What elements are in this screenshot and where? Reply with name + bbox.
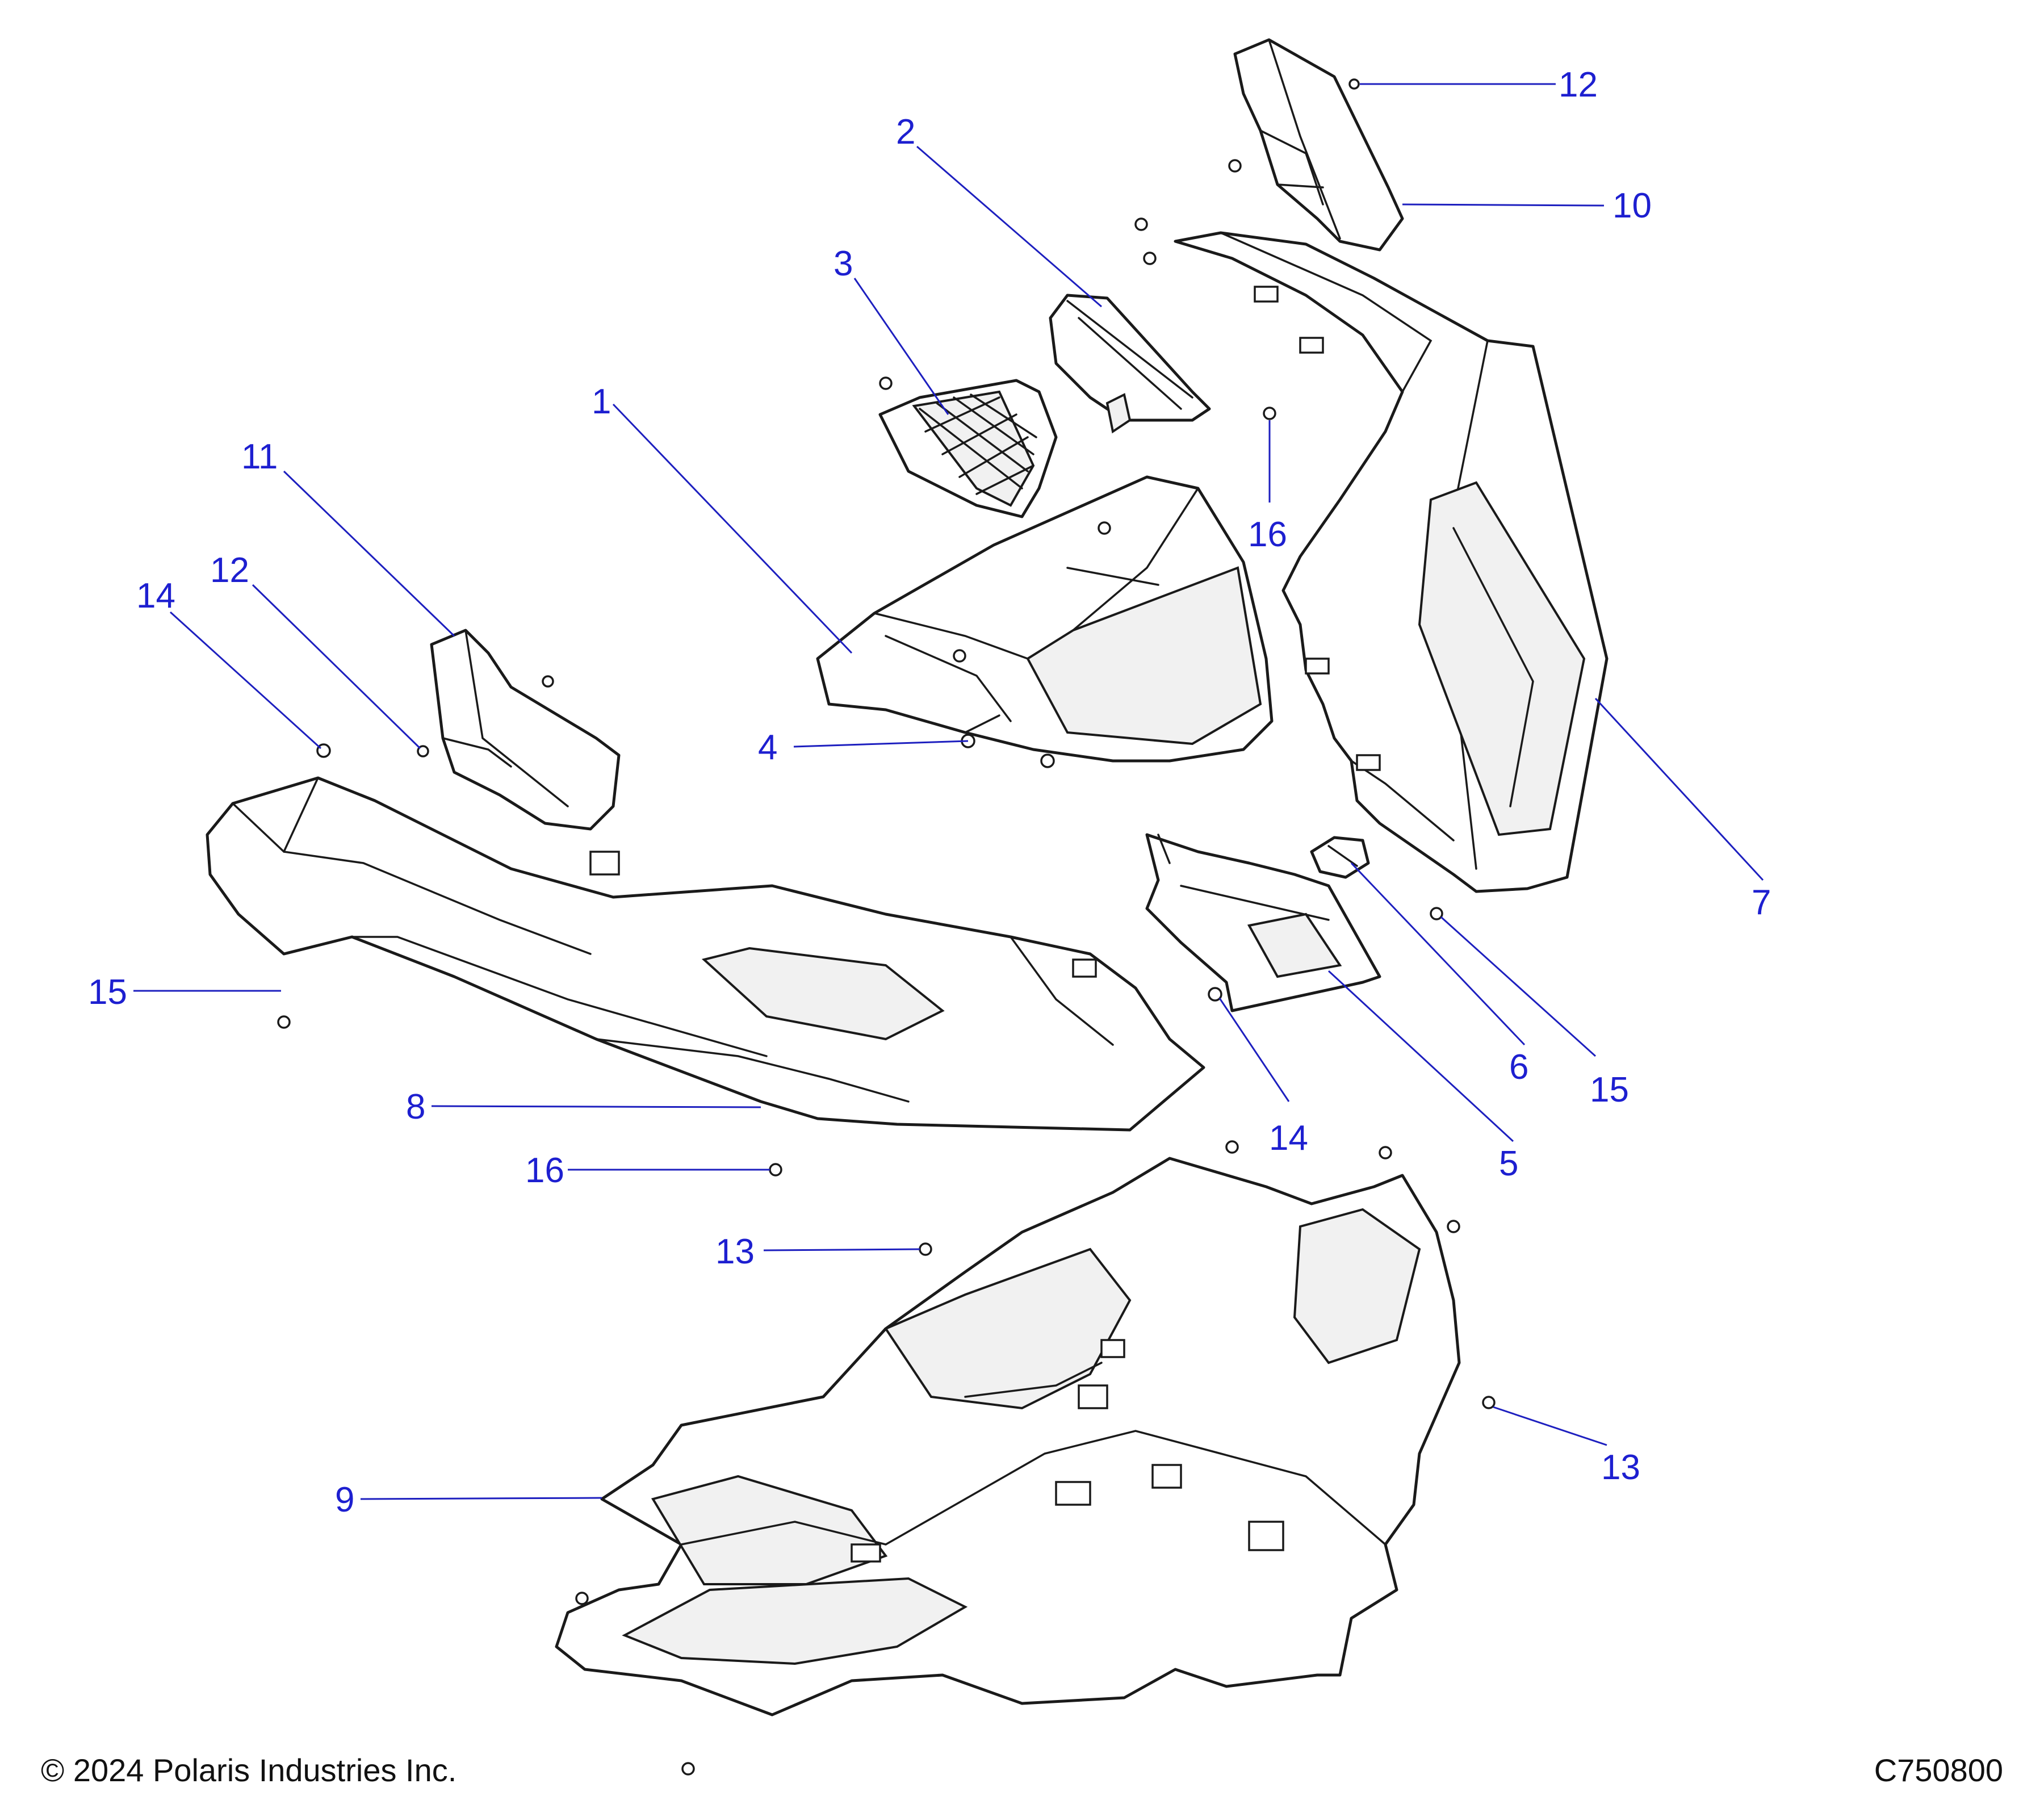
fastener-14-right <box>1208 987 1222 1002</box>
callout-6: 6 <box>1509 1048 1528 1087</box>
leader-8 <box>431 1105 761 1108</box>
callout-16a: 16 <box>525 1151 564 1190</box>
part-1-hood-panel <box>816 475 1274 763</box>
part-8-left-side-panel <box>206 776 1205 1132</box>
callout-13b: 13 <box>1601 1448 1640 1487</box>
callout-labels: 1 2 3 4 5 6 7 8 9 10 11 12 12 13 13 14 1… <box>88 65 1771 1519</box>
leader-9 <box>360 1497 602 1500</box>
leader-1 <box>612 403 853 654</box>
figure-code: C750800 <box>1874 1752 2003 1788</box>
leader-6 <box>1350 862 1526 1046</box>
part-5-center-bracket <box>1145 833 1381 1012</box>
fastener-upper-bolt <box>1228 159 1242 173</box>
fasteners <box>277 78 1496 1776</box>
callout-8: 8 <box>406 1087 425 1127</box>
part-6-clip <box>1310 836 1370 879</box>
leader-13b <box>1493 1406 1607 1446</box>
fastener-upper-bolt-3 <box>1143 252 1157 265</box>
callout-2: 2 <box>896 112 915 152</box>
fastener-4b <box>1040 753 1055 768</box>
leader-12b <box>252 584 421 750</box>
leader-15b <box>1440 916 1597 1057</box>
fastener-floor-4 <box>575 1592 589 1605</box>
callout-15a: 15 <box>88 973 127 1012</box>
part-9-floor-panel <box>555 1157 1461 1716</box>
fastener-15-left <box>277 1015 291 1029</box>
fastener-floor-1 <box>1225 1140 1239 1154</box>
fastener-13-right <box>1482 1396 1496 1409</box>
part-10-upper-trim <box>1233 38 1404 252</box>
fastener-floor-3 <box>1447 1220 1460 1233</box>
fastener-floor-2 <box>1379 1146 1392 1159</box>
callout-11: 11 <box>241 437 278 476</box>
callout-3: 3 <box>833 244 853 283</box>
callout-7: 7 <box>1752 883 1771 922</box>
callout-14a: 14 <box>136 576 175 616</box>
fastener-12-left <box>417 745 429 757</box>
leader-13a <box>763 1248 920 1251</box>
callout-14b: 14 <box>1269 1119 1308 1158</box>
fastener-11-bolt <box>542 675 554 688</box>
leader-7 <box>1594 697 1764 881</box>
leader-3 <box>853 278 949 415</box>
callout-13a: 13 <box>715 1232 755 1271</box>
callout-1: 1 <box>592 382 611 421</box>
copyright-notice: © 2024 Polaris Industries Inc. <box>41 1752 457 1788</box>
fastener-13-left <box>919 1242 932 1256</box>
leader-14a <box>169 611 322 750</box>
callout-4: 4 <box>758 728 777 767</box>
leader-5 <box>1327 970 1514 1142</box>
leader-2 <box>916 145 1102 308</box>
callout-12b: 12 <box>210 551 249 590</box>
part-2-vent-bracket <box>1049 294 1211 434</box>
leader-10 <box>1402 203 1605 207</box>
callout-10: 10 <box>1612 186 1652 225</box>
fastener-3-bolt <box>879 376 893 390</box>
fastener-upper-bolt-2 <box>1134 217 1148 231</box>
fastener-16-left <box>769 1163 782 1177</box>
leader-lines <box>133 83 1764 1500</box>
leader-4 <box>793 740 969 748</box>
leader-11 <box>283 470 455 637</box>
leader-14b <box>1218 998 1290 1102</box>
callout-5: 5 <box>1499 1144 1518 1183</box>
part-7-right-side-panel <box>1174 231 1609 893</box>
fastener-16-upper <box>1263 407 1276 420</box>
callout-16b: 16 <box>1248 515 1287 554</box>
fastener-floor-5 <box>681 1762 695 1776</box>
callout-12a: 12 <box>1559 65 1598 104</box>
part-3-mesh-grille <box>878 379 1058 518</box>
part-11-left-trim <box>430 629 621 831</box>
callout-9: 9 <box>335 1480 354 1519</box>
fastener-15-right <box>1430 907 1443 920</box>
fastener-12-upper <box>1348 78 1360 90</box>
callout-15b: 15 <box>1590 1070 1629 1110</box>
